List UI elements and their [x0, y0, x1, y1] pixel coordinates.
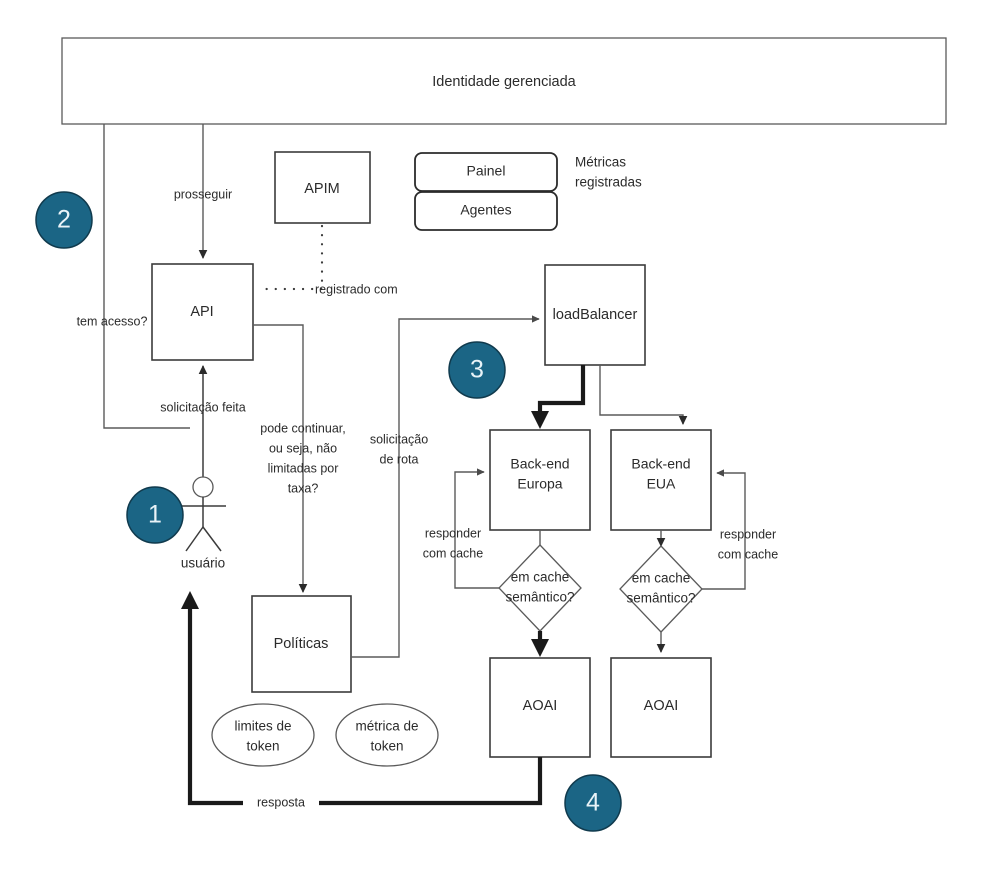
edge-label-respond-cache-right-1: responder — [720, 527, 776, 541]
node-backend-usa-label-2: EUA — [647, 476, 676, 492]
node-token-limits — [211, 703, 315, 767]
metrics-caption-line2: registradas — [575, 175, 642, 190]
badge-step-2: 2 — [35, 191, 93, 249]
edge-label-can-continue-4: taxa? — [288, 481, 319, 495]
edge-label-route-request-2: de rota — [380, 452, 419, 466]
node-panel — [414, 152, 558, 192]
node-cache-check-right — [619, 545, 703, 633]
badge-step-4-label: 4 — [586, 789, 600, 817]
edge-has-access — [103, 124, 190, 429]
node-token-limits-label-1: limites de — [234, 719, 291, 734]
node-policies — [251, 595, 352, 693]
edge-label-respond-cache-left-2: com cache — [423, 546, 483, 560]
node-aoai-left — [489, 657, 591, 758]
edge-label-response: resposta — [257, 795, 305, 809]
node-apim-label: APIM — [304, 181, 339, 197]
edge-label-can-continue-1: pode continuar, — [260, 421, 346, 435]
node-cache-check-right-label-1: em cache — [632, 571, 691, 586]
edge-label-can-continue-2: ou seja, não — [269, 441, 337, 455]
metrics-caption-line1: Métricas — [575, 155, 626, 170]
node-aoai-right — [610, 657, 712, 758]
edge-label-respond-cache-left-1: responder — [425, 526, 481, 540]
badge-step-2-label: 2 — [57, 206, 71, 234]
edge-route-request — [351, 315, 540, 658]
node-load-balancer — [544, 264, 646, 366]
edge-label-can-continue-3: limitadas por — [268, 461, 339, 475]
node-user — [180, 476, 226, 552]
badge-step-1: 1 — [126, 486, 184, 544]
edge-label-response-backdrop — [243, 793, 319, 813]
node-cache-check-left-label-1: em cache — [511, 570, 570, 585]
edge-label-respond-cache-right-2: com cache — [718, 547, 778, 561]
node-token-metric — [335, 703, 439, 767]
node-user-label: usuário — [181, 556, 225, 571]
edge-label-has-access: tem acesso? — [77, 314, 148, 328]
node-api-label: API — [190, 304, 213, 320]
identity-banner — [61, 37, 947, 125]
edge-response — [181, 591, 543, 806]
node-backend-europe-label-1: Back-end — [510, 456, 569, 472]
edge-label-request-made: solicitação feita — [160, 400, 246, 414]
node-policies-label: Políticas — [274, 636, 329, 652]
edge-lb-to-backend-europe — [531, 365, 586, 429]
node-apim — [274, 151, 371, 224]
badge-step-3: 3 — [448, 341, 506, 399]
badge-step-1-label: 1 — [148, 501, 162, 529]
edge-lb-to-backend-usa — [599, 365, 688, 425]
node-agents-label: Agentes — [460, 202, 511, 218]
edge-label-route-request-1: solicitação — [370, 432, 428, 446]
node-agents — [414, 191, 558, 231]
edge-respond-cache-right — [702, 469, 746, 590]
node-cache-check-right-label-2: semântico? — [626, 591, 695, 606]
node-load-balancer-label: loadBalancer — [553, 307, 638, 323]
edge-registered-with — [260, 224, 324, 291]
node-cache-check-left — [498, 544, 582, 632]
node-token-metric-label-2: token — [370, 739, 403, 754]
node-token-metric-label-1: métrica de — [355, 719, 418, 734]
node-backend-europe-label-2: Europa — [517, 476, 562, 492]
edge-label-proceed: prosseguir — [174, 187, 232, 201]
node-aoai-right-label: AOAI — [644, 698, 679, 714]
edge-respond-cache-left — [454, 468, 499, 589]
identity-banner-label: Identidade gerenciada — [432, 74, 576, 90]
node-panel-label: Painel — [467, 163, 506, 179]
badge-step-3-label: 3 — [470, 356, 484, 384]
node-backend-usa-label-1: Back-end — [631, 456, 690, 472]
node-cache-check-left-label-2: semântico? — [505, 590, 574, 605]
node-backend-usa — [610, 429, 712, 531]
node-token-limits-label-2: token — [246, 739, 279, 754]
node-api — [151, 263, 254, 361]
badge-step-4: 4 — [564, 774, 622, 832]
edge-label-registered-with: registrado com — [315, 282, 398, 296]
node-aoai-left-label: AOAI — [523, 698, 558, 714]
edge-can-continue — [253, 324, 308, 593]
